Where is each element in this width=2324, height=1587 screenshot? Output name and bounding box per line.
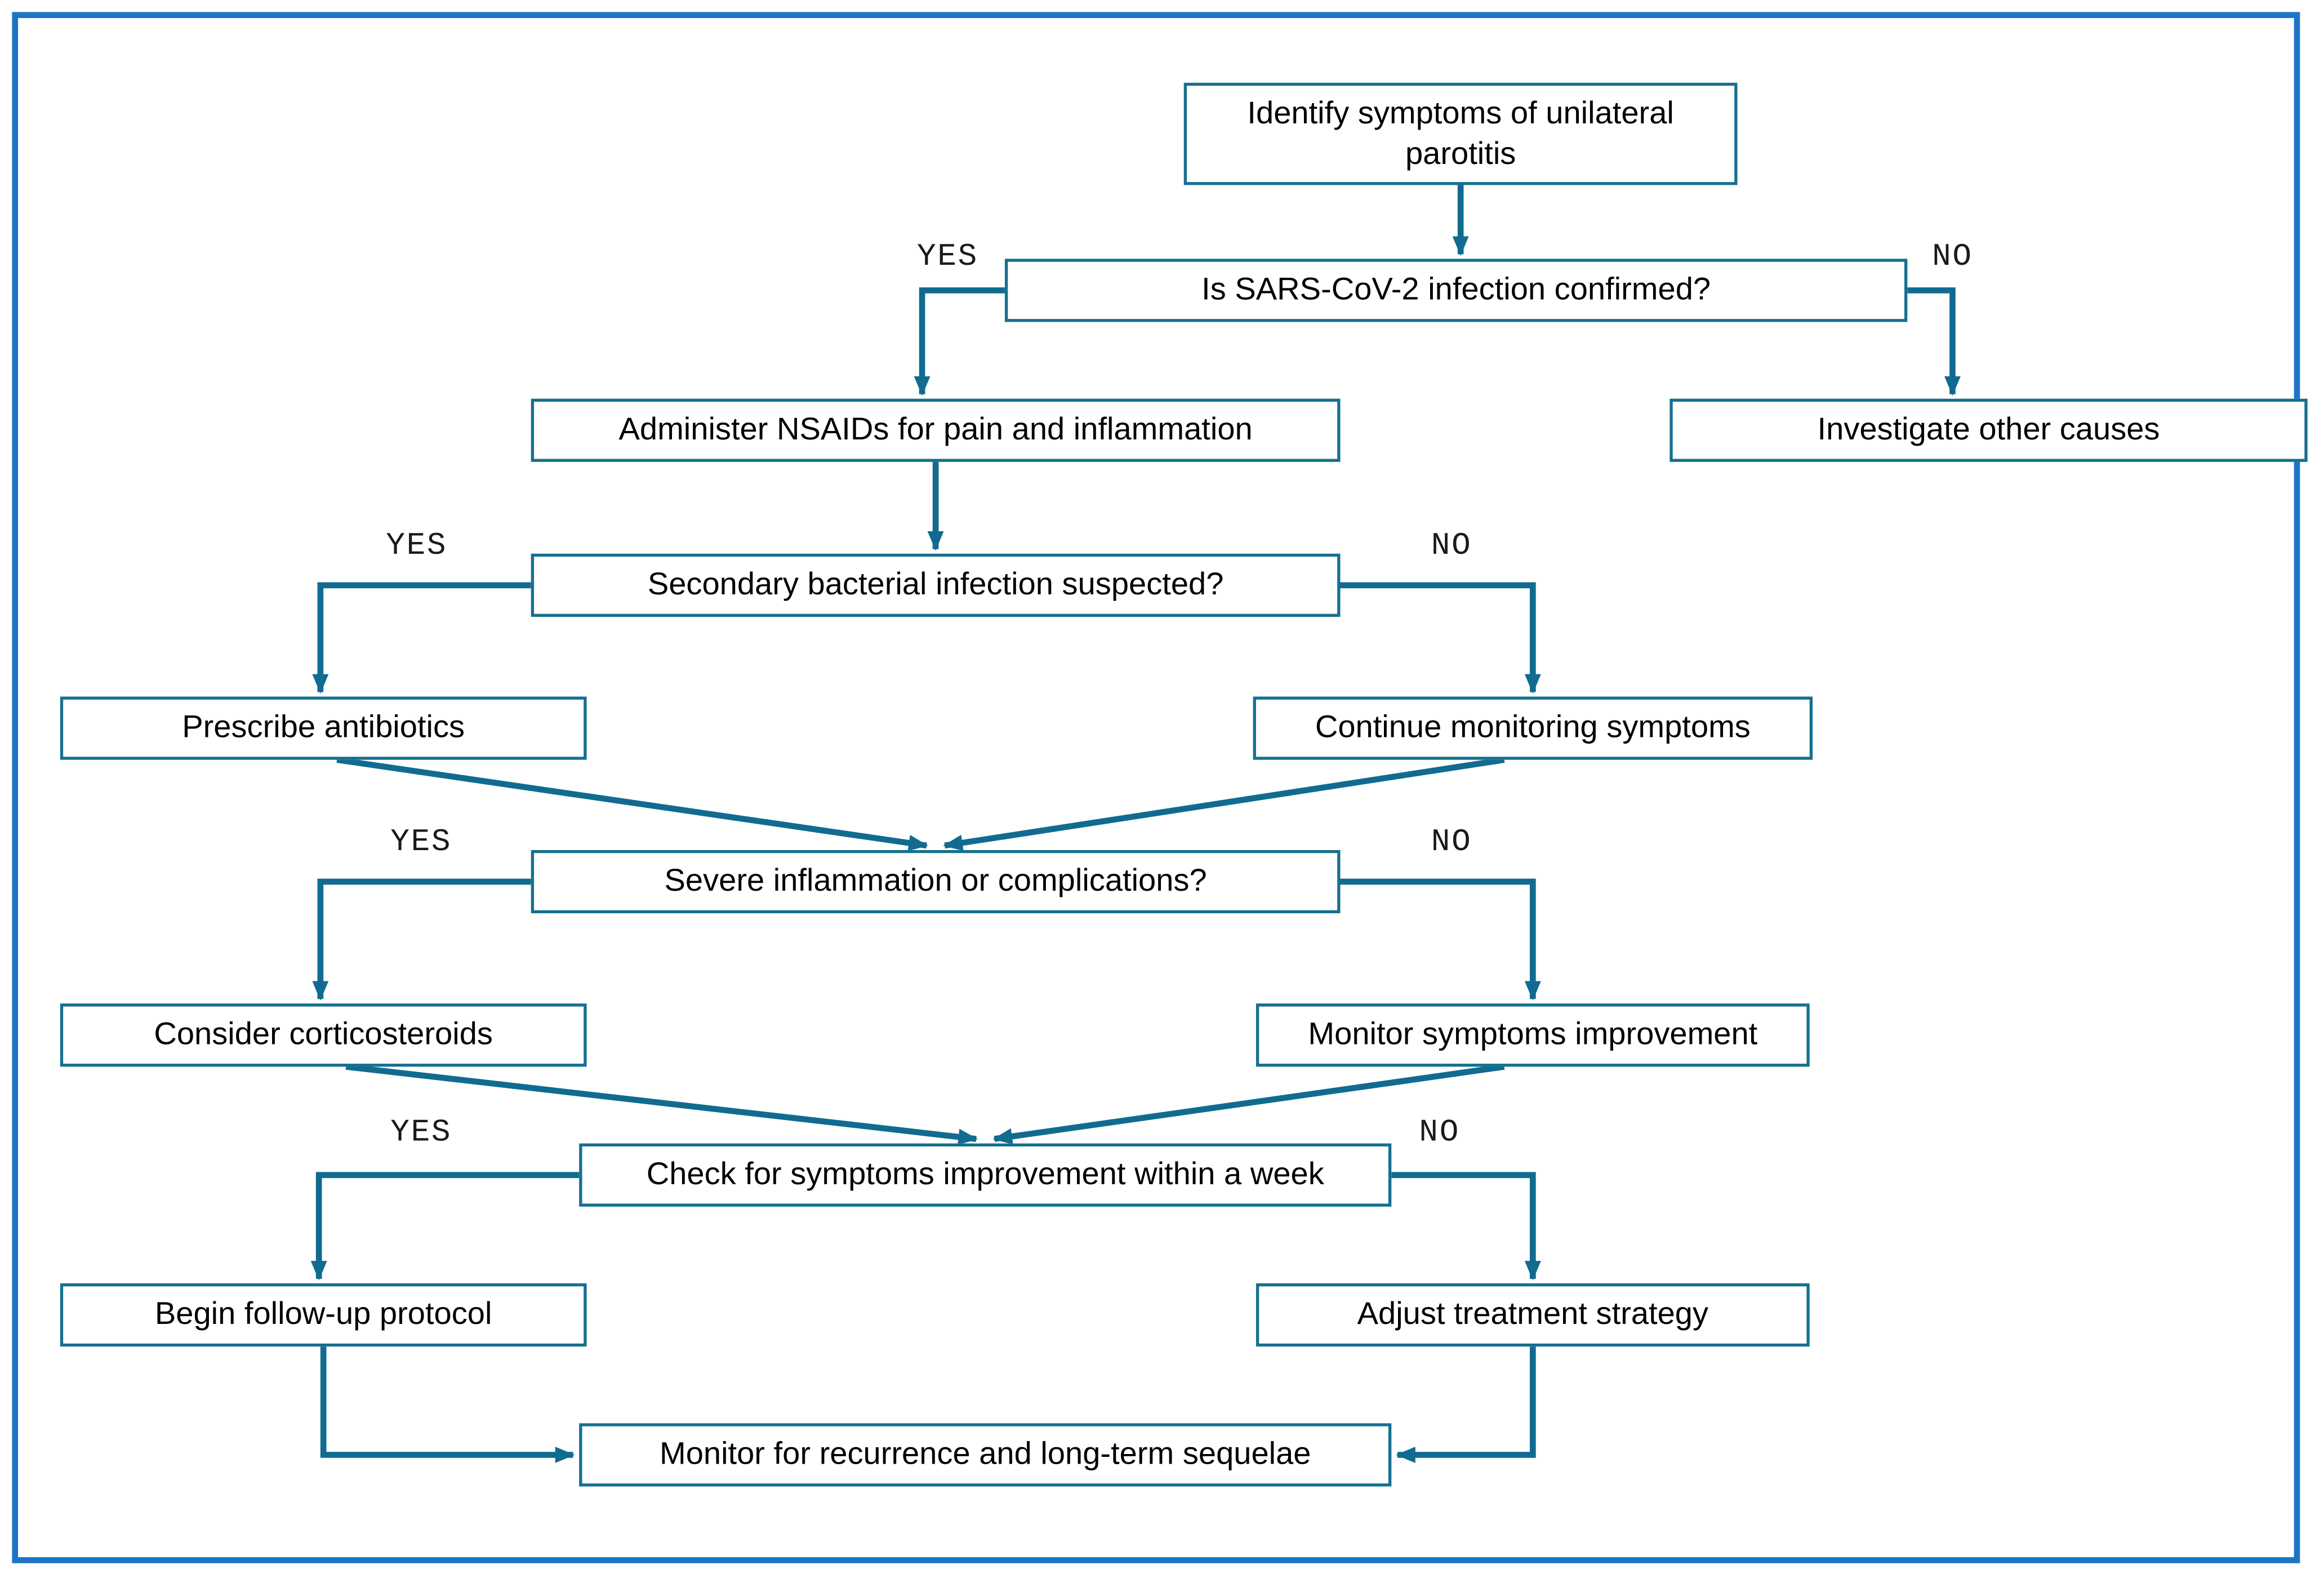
diagram-border-frame [12, 12, 2300, 1563]
connector-severe-no-to-monitor-improvement [1340, 878, 1541, 1001]
node-severe-question: Severe inflammation or complications? [531, 850, 1341, 914]
node-prescribe-antibiotics: Prescribe antibiotics [60, 696, 587, 760]
branch-label-bacterial-yes: YES [386, 530, 448, 564]
branch-label-sars-no: NO [1932, 241, 1973, 275]
branch-label-check-no: NO [1419, 1116, 1461, 1152]
connector-sars-yes-to-nsaids [914, 287, 1005, 396]
connector-antibiotics-to-severe [336, 757, 928, 851]
node-bacterial-question: Secondary bacterial infection suspected? [531, 553, 1341, 617]
node-sars-question: Is SARS-CoV-2 infection confirmed? [1004, 259, 1908, 322]
connector-check-yes-to-followup [310, 1172, 580, 1281]
connector-continue-to-severe [943, 757, 1505, 851]
node-administer-nsaids: Administer NSAIDs for pain and inflammat… [531, 398, 1341, 462]
node-check-week-question: Check for symptoms improvement within a … [579, 1143, 1392, 1207]
node-consider-corticosteroids: Consider corticosteroids [60, 1003, 587, 1067]
branch-label-sars-yes: YES [916, 241, 978, 275]
node-monitor-recurrence: Monitor for recurrence and long-term seq… [579, 1423, 1392, 1487]
connector-severe-yes-to-corticosteroids [312, 878, 531, 1001]
connector-adjust-to-recurrence [1396, 1346, 1536, 1463]
node-identify-symptoms: Identify symptoms of unilateral parotiti… [1183, 82, 1738, 185]
connector-monitor-improvement-to-check-week [992, 1064, 1505, 1145]
branch-label-severe-no: NO [1431, 826, 1472, 861]
connector-followup-to-recurrence [320, 1346, 575, 1463]
node-adjust-treatment: Adjust treatment strategy [1256, 1283, 1810, 1347]
branch-label-severe-yes: YES [390, 826, 452, 861]
branch-label-bacterial-no: NO [1431, 530, 1472, 564]
connector-bacterial-no-to-continue [1340, 582, 1541, 694]
branch-label-check-yes: YES [390, 1116, 452, 1152]
connector-bacterial-yes-to-antibiotics [312, 582, 531, 694]
node-continue-monitoring: Continue monitoring symptoms [1253, 696, 1813, 760]
node-begin-followup: Begin follow-up protocol [60, 1283, 587, 1347]
connector-sars-no-to-investigate [1907, 287, 1961, 396]
node-investigate-other-causes: Investigate other causes [1669, 398, 2308, 462]
connector-check-no-to-adjust [1391, 1172, 1541, 1281]
connector-corticosteroids-to-check-week [345, 1064, 978, 1145]
node-monitor-improvement: Monitor symptoms improvement [1256, 1003, 1810, 1067]
